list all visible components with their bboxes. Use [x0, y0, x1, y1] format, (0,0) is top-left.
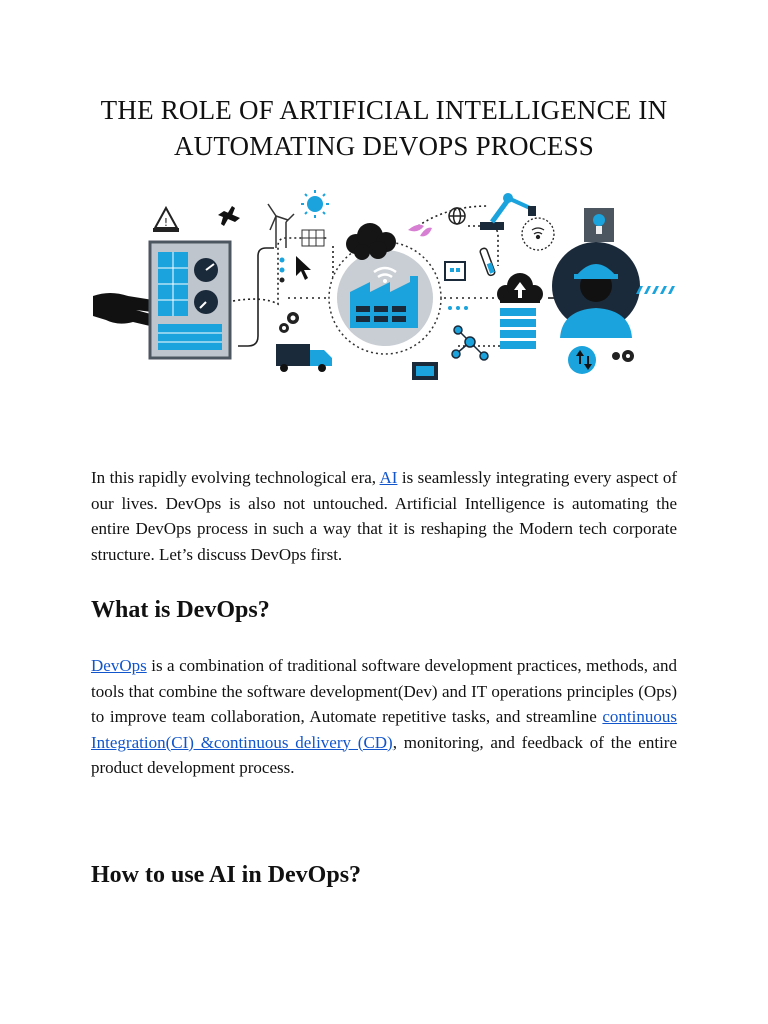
gears-icon: [279, 312, 299, 333]
indicator-dots: [279, 257, 285, 283]
wifi-icon: [373, 266, 397, 283]
hand-icon: [93, 293, 165, 328]
monitor-icon: [412, 362, 438, 380]
light-bulb-icon: [584, 208, 614, 242]
server-icon: [500, 308, 536, 349]
leaf-icon: [408, 224, 432, 237]
cloud-upload-icon: [497, 273, 543, 303]
truck-icon: [276, 344, 332, 372]
solar-panel-icon: [301, 229, 325, 247]
control-panel-icon: [148, 240, 232, 360]
wireless-signal-icon: [521, 217, 555, 251]
network-nodes-icon: [451, 325, 489, 361]
dot-row: [448, 306, 468, 310]
test-tube-icon: [479, 247, 496, 277]
title-line-2: AUTOMATING DEVOPS PROCESS: [173, 131, 595, 161]
devops-text-1: is a combination of traditional software…: [91, 656, 677, 726]
cursor-icon: [296, 256, 311, 280]
robot-arm-icon: [480, 193, 536, 230]
title-line-1: THE ROLE OF ARTIFICIAL INTELLIGENCE IN: [100, 95, 668, 125]
building-icon: [444, 261, 466, 281]
heading-what-is-devops: What is DevOps?: [91, 597, 270, 623]
intro-paragraph: In this rapidly evolving technological e…: [91, 465, 677, 567]
globe-icon: [448, 207, 466, 225]
worker-icon: [552, 242, 640, 338]
sync-arrows-icon: [568, 346, 596, 374]
ci-cd-link[interactable]: continuous Integration(CI) &continuous d…: [91, 707, 677, 752]
svg-text:!: !: [164, 216, 168, 229]
airplane-icon: [218, 206, 240, 226]
wind-turbine-icon: [267, 203, 295, 248]
gears-right-icon: [612, 350, 634, 362]
intro-text-start: In this rapidly evolving technological e…: [91, 468, 380, 487]
heading-how-to-use-ai: How to use AI in DevOps?: [91, 862, 362, 888]
sun-icon: [301, 190, 329, 218]
intro-text-rest: is seamlessly integrating every aspect o…: [91, 468, 677, 564]
devops-text-2: , monitoring, and feedback of the entire…: [91, 732, 678, 778]
devops-paragraph: DevOps is a combination of traditional s…: [91, 653, 677, 781]
document-title: THE ROLE OF ARTIFICIAL INTELLIGENCE IN A…: [60, 92, 708, 164]
warning-sign-icon: !: [153, 205, 179, 232]
devops-link[interactable]: DevOps: [91, 656, 147, 675]
devops-illustration: !: [93, 190, 675, 380]
factory-icon: [328, 241, 442, 355]
cloud-icon: [346, 223, 396, 260]
ai-link[interactable]: AI: [379, 468, 398, 487]
stripes-decoration: [636, 286, 675, 294]
